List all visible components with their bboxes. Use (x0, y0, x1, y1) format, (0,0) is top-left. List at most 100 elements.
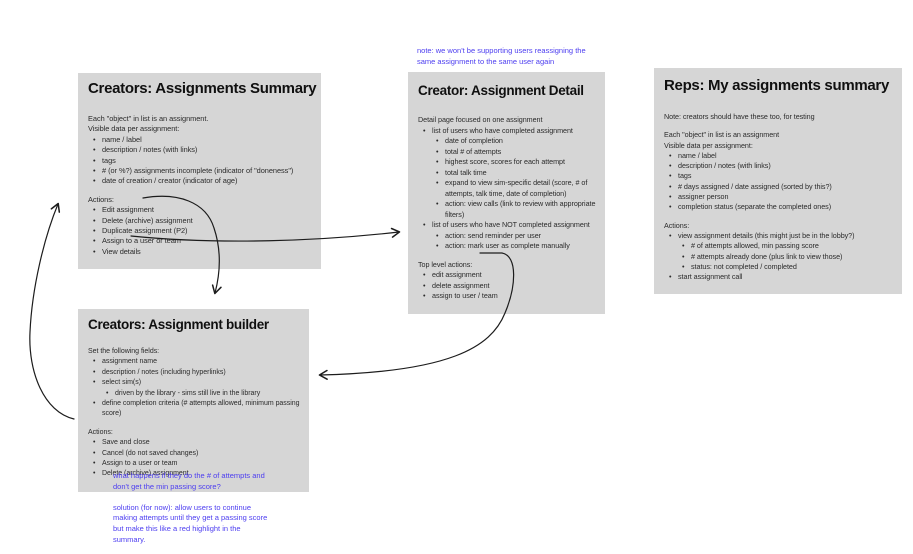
note-bullet-item: •# days assigned / date assigned (sorted… (664, 182, 894, 192)
line-text: action: send reminder per user (445, 230, 541, 240)
line-text: define completion criteria (# attempts a… (102, 400, 300, 418)
bullet-icon: • (93, 368, 96, 376)
note-bullet-item: •list of users who have NOT completed as… (418, 220, 597, 231)
bullet-icon: • (436, 241, 439, 250)
bullet-icon: • (682, 251, 685, 261)
line-text: # of attempts allowed, min passing score (691, 241, 819, 251)
note-bullet-item: •driven by the library - sims still live… (88, 389, 301, 399)
connector-save-close-to-summary[interactable] (29, 202, 75, 420)
bullet-icon: • (682, 241, 685, 251)
note-bullet-item: • # of attempts allowed, min passing scor… (664, 241, 894, 251)
line-text: Assign to a user or team (102, 236, 181, 246)
line-text: description / notes (with links) (678, 161, 771, 171)
line-text: Delete (archive) assignment (102, 470, 189, 478)
spacer (88, 420, 301, 428)
note-bullet-item: • tags (88, 156, 313, 166)
line-text: action: mark user as complete manually (445, 241, 570, 250)
line-text: Visible data per assignment: (664, 140, 753, 150)
line-text: tags (102, 155, 116, 165)
line-text: delete assignment (432, 280, 490, 290)
connector-detail-edit-to-builder[interactable] (318, 252, 515, 380)
line-text: tags (678, 171, 692, 181)
note-text-line: Actions: (88, 195, 313, 205)
note-bullet-item: •completion status (separate the complet… (664, 202, 894, 212)
bullet-icon: • (669, 150, 672, 160)
note-bullet-item: •expand to view sim-specific detail (sco… (418, 178, 597, 199)
sticky-note-reps-my-assignments-summary[interactable]: Reps: My assignments summary Note: creat… (654, 68, 902, 295)
line-text: description / notes (including hyperlink… (102, 368, 226, 376)
note-bullet-item: •Assign to a user or team (88, 459, 301, 469)
note-bullet-item: • action: send reminder per user (418, 231, 597, 242)
line-text: assigner person (678, 192, 729, 202)
line-text: Set the following fields: (88, 348, 160, 355)
line-text: start assignment call (678, 272, 743, 282)
bullet-icon: • (93, 176, 96, 186)
bullet-icon: • (93, 449, 96, 457)
line-text: assignment name (102, 358, 157, 366)
connector-edit-assignment-to-builder[interactable] (142, 195, 222, 295)
note-bullet-item: • Cancel (do not saved changes) (88, 449, 301, 459)
line-text: list of users who have NOT completed ass… (432, 220, 590, 229)
note-bullet-item: •highest score, scores for each attempt (418, 157, 597, 168)
line-text: Delete (archive) assignment (102, 215, 193, 225)
bullet-icon: • (93, 439, 96, 447)
sticky-note-creators-assignments-summary[interactable]: Creators: Assignments Summary Each "obje… (78, 73, 321, 270)
note-bullet-item: • Delete (archive) assignment (88, 469, 301, 479)
line-text: driven by the library - sims still live … (115, 389, 261, 397)
line-text: select sim(s) (102, 379, 142, 387)
line-text: Top level actions: (418, 259, 473, 269)
bullet-icon: • (423, 291, 426, 300)
note-text-line: Actions: (88, 428, 301, 438)
note-text-line: Actions: (664, 221, 894, 231)
note-bullet-item: •define completion criteria (# attempts … (88, 399, 301, 420)
line-text: total # of attempts (445, 146, 502, 156)
line-text: Save and close (102, 439, 150, 447)
spacer (88, 187, 313, 195)
note-bullet-item: •Edit assignment (88, 205, 313, 215)
bullet-icon: • (669, 272, 672, 282)
line-text: Visible data per assignment: (88, 124, 180, 134)
note-bullet-item: • action: mark user as complete manually (418, 241, 597, 252)
note-bullet-item: • start assignment call (664, 272, 894, 282)
bullet-icon: • (669, 230, 672, 240)
spacer (664, 122, 894, 130)
line-text: # attempts already done (plus link to vi… (691, 251, 843, 261)
note-bullet-item: •total # of attempts (418, 147, 597, 158)
note-bullet-item: • view assignment details (this might jus… (664, 231, 894, 241)
bullet-icon: • (93, 460, 96, 468)
sticky-note-creators-assignment-builder[interactable]: Creators: Assignment builder Set the fol… (78, 309, 309, 492)
line-text: Note: creators should have these too, fo… (664, 112, 815, 121)
line-text: status: not completed / completed (691, 261, 797, 271)
line-text: action: view calls (link to review with … (445, 199, 596, 219)
bullet-icon: • (669, 161, 672, 171)
note-bullet-item: •description / notes (with links) (88, 145, 313, 155)
note-bullet-item: •date of creation / creator (indicator o… (88, 176, 313, 186)
sticky-note-creator-assignment-detail[interactable]: Creator: Assignment Detail Detail page f… (408, 72, 605, 314)
bullet-icon: • (93, 155, 96, 165)
bullet-icon: • (436, 230, 439, 240)
annotation-reassignment-note[interactable]: note: we won't be supporting users reass… (417, 46, 586, 66)
connector-view-details-to-detail[interactable] (130, 227, 401, 242)
line-text: name / label (678, 150, 717, 160)
line-text: Cancel (do not saved changes) (102, 449, 199, 457)
bullet-icon: • (93, 205, 96, 215)
note-text-line: Note: creators should have these too, fo… (664, 112, 894, 122)
bullet-icon: • (93, 145, 96, 155)
line-text: total talk time (445, 167, 487, 177)
note-bullet-item: •Delete (archive) assignment (88, 216, 313, 226)
bullet-icon: • (423, 125, 426, 135)
note-bullet-item: •# (or %?) assignments incomplete (indic… (88, 166, 313, 176)
note-bullet-item: •Assign to a user or team (88, 236, 313, 246)
bullet-icon: • (669, 171, 672, 181)
bullet-icon: • (93, 134, 96, 144)
bullet-icon: • (423, 270, 426, 279)
note-bullet-item: •assigner person (664, 192, 894, 202)
annotation-attempts-question[interactable]: what happens if they do the # of attempt… (113, 471, 268, 544)
line-text: date of completion (445, 136, 503, 145)
bullet-icon: • (93, 470, 96, 478)
line-text: view assignment details (this might just… (678, 230, 855, 240)
note-body: Detail page focused on one assignment•li… (418, 115, 597, 302)
note-text-line: Set the following fields: (88, 347, 301, 357)
spacer (664, 213, 894, 221)
